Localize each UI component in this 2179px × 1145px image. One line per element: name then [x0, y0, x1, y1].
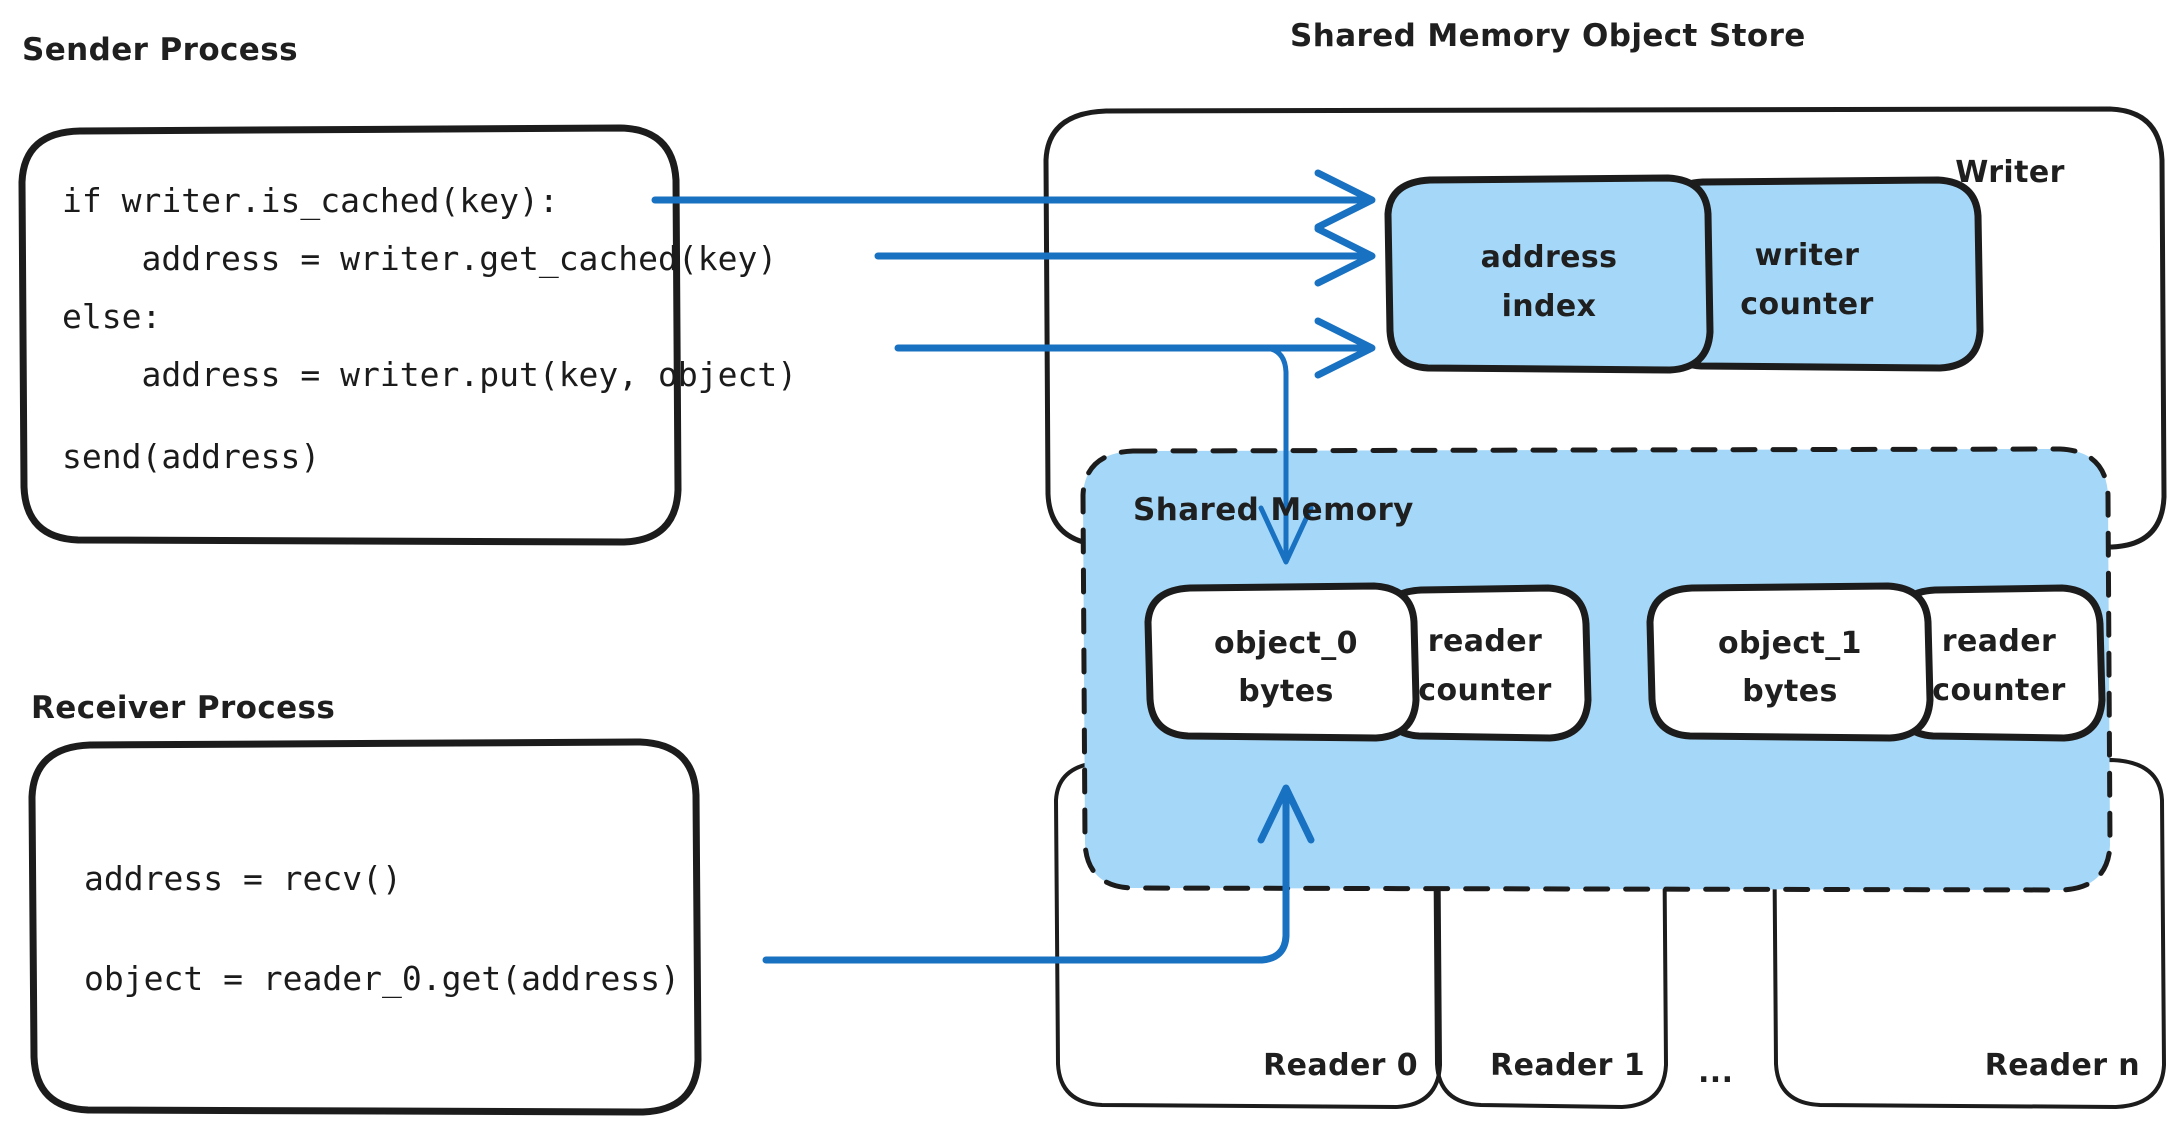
object-0-label-line1: object_0 [1214, 626, 1358, 661]
sender-code-line-2: address = writer.get_cached(key) [62, 239, 777, 279]
reader-n-label: Reader n [1985, 1048, 2140, 1083]
writer-label: Writer [1955, 155, 2065, 190]
receiver-code-line-1: address = recv() [84, 859, 402, 898]
object-1-label-line1: object_1 [1718, 626, 1862, 661]
sender-code-line-5: send(address) [62, 437, 320, 476]
receiver-code-line-2: object = reader_0.get(address) [84, 959, 680, 999]
receiver-process-title: Receiver Process [31, 690, 335, 726]
arrow-put-to-object0-head [1258, 505, 1314, 565]
reader-counter-0-label-line2: counter [1418, 673, 1551, 708]
object-1-cell [1646, 582, 1934, 742]
arrow-is-cached-head [1314, 169, 1376, 231]
writer-box [1043, 106, 2167, 550]
sender-process-box [18, 124, 682, 546]
address-index-label-line2: index [1502, 289, 1597, 324]
object-0-cell [1144, 582, 1420, 742]
shared-memory-region [1083, 449, 2110, 890]
sender-code-line-3: else: [62, 297, 161, 336]
sender-process-title: Sender Process [22, 32, 298, 68]
arrow-reader-get-head [1257, 784, 1315, 844]
writer-counter-label-line2: counter [1740, 287, 1873, 322]
arrow-put-to-index-head [1314, 317, 1376, 379]
shared-memory-dashed-border [1080, 446, 2113, 893]
sender-code-line-1: if writer.is_cached(key): [62, 181, 559, 221]
arrow-put-to-object0 [1263, 345, 1289, 563]
reader-0-label: Reader 0 [1263, 1048, 1418, 1083]
shared-memory-label: Shared Memory [1133, 492, 1414, 528]
address-index-label-line1: address [1481, 240, 1618, 275]
reader-counter-0-label-line1: reader [1428, 624, 1542, 659]
reader-counter-1-label-line2: counter [1932, 673, 2065, 708]
store-title: Shared Memory Object Store [1290, 18, 1806, 54]
writer-counter-label-line1: writer [1755, 238, 1860, 273]
address-index-cell [1384, 174, 1714, 374]
arrow-get-cached-head [1314, 225, 1376, 287]
arrow-reader-get [762, 786, 1290, 964]
object-1-label-line2: bytes [1742, 674, 1838, 709]
reader-1-label: Reader 1 [1490, 1048, 1645, 1083]
object-0-label-line2: bytes [1238, 674, 1334, 709]
receiver-process-box [28, 738, 702, 1116]
reader-ellipsis-label: ... [1698, 1055, 1733, 1090]
sender-code-line-4: address = writer.put(key, object) [62, 355, 797, 394]
reader-counter-1-label-line1: reader [1942, 624, 2056, 659]
